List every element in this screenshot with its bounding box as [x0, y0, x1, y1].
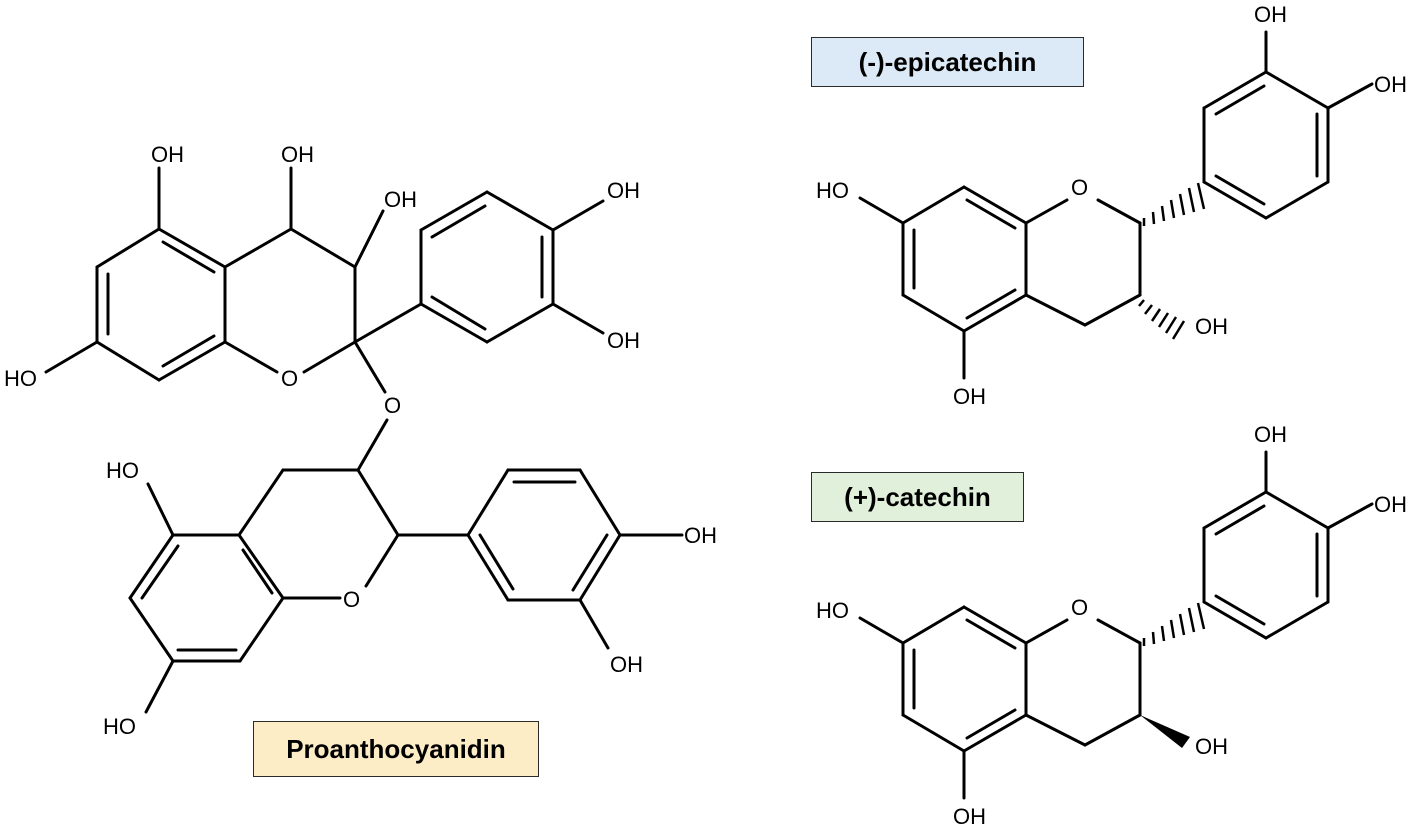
epicatechin-4prime-oh-label: OH: [1374, 72, 1407, 97]
upper-b-ring: [419, 190, 555, 344]
catechin-3-oh-label: OH: [1195, 734, 1228, 759]
bond-lower-7-oh: [144, 659, 175, 714]
lower-5-ho-label: HO: [106, 458, 139, 483]
catechin-3prime-oh-label: OH: [1254, 422, 1287, 447]
lower-c-ring: [237, 468, 400, 600]
bond-o-4prime: [356, 418, 389, 472]
upper-a-ring: [95, 227, 227, 382]
epicatechin-hashed-wedge-2: [1142, 182, 1206, 226]
catechin-structure: OH OH HO O OH OH: [816, 422, 1407, 829]
interflavan-o-label: O: [384, 393, 401, 418]
lower-ring-o-label: O: [343, 587, 360, 612]
bond-2-o: [353, 340, 387, 394]
lower-b-3prime-oh-label: OH: [610, 652, 643, 677]
proanthocyanidin-name-label: Proanthocyanidin: [253, 721, 539, 777]
catechin-c-ring: [1024, 618, 1142, 747]
proanthocyanidin-structure: OH OH OH HO O OH OH O HO O OH OH HO: [4, 142, 717, 739]
catechin-a-ring: [901, 605, 1028, 753]
catechin-4prime-oh-bond: [1326, 502, 1374, 530]
lower-b-ring: [466, 468, 622, 602]
upper-5-oh-label: OH: [151, 142, 184, 167]
epicatechin-4prime-oh-bond: [1326, 82, 1374, 110]
epicatechin-structure: OH OH HO O OH OH: [816, 2, 1407, 409]
catechin-7-ho-label: HO: [816, 598, 849, 623]
bond-b-oh-4: [551, 199, 605, 232]
bond-lower-b-oh-3: [578, 598, 610, 650]
epicatechin-7-ho-bond: [858, 196, 905, 225]
epicatechin-name-label: (-)-epicatechin: [811, 37, 1084, 87]
catechin-5-oh-label: OH: [953, 804, 986, 829]
epicatechin-3prime-oh-label: OH: [1254, 2, 1287, 27]
upper-3-oh-label: OH: [384, 187, 417, 212]
catechin-7-ho-bond: [858, 616, 905, 645]
upper-c-ring: [223, 227, 357, 374]
upper-b-4prime-oh-label: OH: [607, 178, 640, 203]
upper-7-ho-label: HO: [4, 366, 37, 391]
upper-ring-o-label: O: [281, 366, 298, 391]
upper-b-3prime-oh-label: OH: [607, 328, 640, 353]
epicatechin-7-ho-label: HO: [816, 178, 849, 203]
catechin-ring-o-label: O: [1071, 595, 1088, 620]
catechin-solid-wedge-3: [1140, 715, 1190, 748]
bond-7-oh: [44, 340, 99, 374]
epicatechin-3-oh-label: OH: [1195, 314, 1228, 339]
epicatechin-ring-o-label: O: [1071, 175, 1088, 200]
epicatechin-b-ring: [1202, 70, 1330, 220]
epicatechin-a-ring: [901, 185, 1028, 333]
upper-4-oh-label: OH: [281, 142, 314, 167]
bond-2-b: [353, 302, 423, 344]
catechin-4prime-oh-label: OH: [1374, 492, 1407, 517]
catechin-hashed-wedge-2: [1142, 602, 1206, 646]
epicatechin-5-oh-label: OH: [953, 384, 986, 409]
lower-a-ring: [128, 533, 285, 663]
bond-b-oh-3: [551, 302, 605, 335]
epicatechin-c-ring: [1024, 198, 1142, 327]
catechin-b-ring: [1202, 490, 1330, 640]
catechin-name-label: (+)-catechin: [811, 472, 1024, 522]
lower-b-4prime-oh-label: OH: [684, 523, 717, 548]
bond-lower-5-oh: [146, 482, 175, 537]
bond-3-oh: [353, 209, 385, 269]
epicatechin-hashed-wedge-3: [1138, 299, 1186, 340]
lower-7-ho-label: HO: [103, 714, 136, 739]
